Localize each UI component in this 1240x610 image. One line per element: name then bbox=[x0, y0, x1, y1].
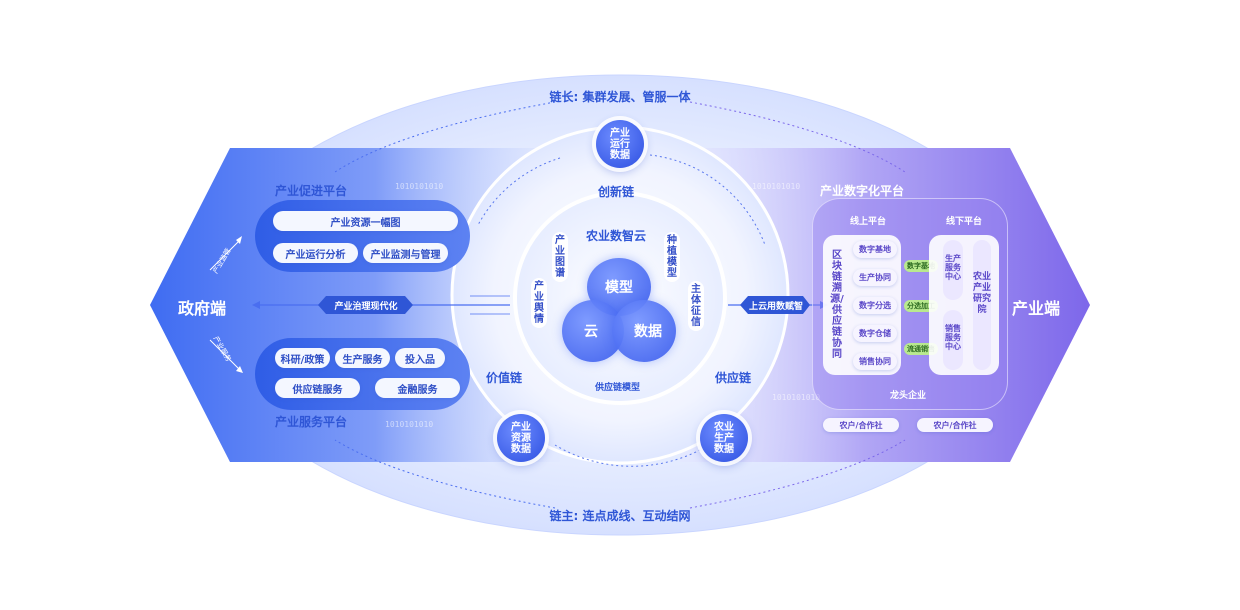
governance-tag: 产业治理现代化 bbox=[334, 301, 398, 312]
inputs-pill[interactable]: 投入品 bbox=[395, 348, 445, 368]
core-title: 农业数智云 bbox=[586, 229, 647, 243]
industry-opinion-label: 产业舆情 bbox=[531, 278, 547, 328]
online-title: 线上平台 bbox=[850, 217, 887, 227]
right-panel-title: 产业数字化平台 bbox=[820, 184, 905, 198]
production-center[interactable]: 生产服务中心 bbox=[943, 240, 963, 300]
binary-text-3: 1010101010 bbox=[752, 182, 801, 191]
planting-model-label: 种植模型 bbox=[664, 232, 680, 282]
node-operation-data[interactable]: 产业运行数据 bbox=[596, 120, 644, 168]
offline-title: 线下平台 bbox=[946, 217, 983, 227]
right-tag-shape bbox=[740, 296, 810, 314]
monitoring-pill[interactable]: 产业监测与管理 bbox=[363, 243, 448, 263]
circle-arc-top-right bbox=[649, 154, 766, 246]
supply-chain-label: 供应链 bbox=[715, 371, 752, 385]
online-item-storage[interactable]: 数字仓储 bbox=[853, 325, 897, 342]
supply-chain-service-pill[interactable]: 供应链服务 bbox=[275, 378, 360, 398]
left-bottom-panel-title: 产业服务平台 bbox=[275, 415, 348, 429]
top-arc-left bbox=[334, 101, 556, 173]
innovation-chain-label: 创新链 bbox=[598, 185, 635, 199]
circle-arc-top-left bbox=[477, 157, 561, 226]
operation-analysis-pill[interactable]: 产业运行分析 bbox=[273, 243, 358, 263]
bottom-banner: 链主: 连点成线、互动结网 bbox=[549, 509, 691, 523]
right-end-label: 产业端 bbox=[1012, 299, 1061, 318]
bottom-arc-right bbox=[689, 439, 906, 509]
supply-chain-model-label: 供应链模型 bbox=[595, 383, 641, 393]
node-resource-data[interactable]: 产业资源数据 bbox=[497, 414, 545, 462]
online-item-production[interactable]: 生产协同 bbox=[853, 269, 897, 286]
binary-text-2: 1010101010 bbox=[385, 420, 434, 429]
industry-map-label: 产业图谱 bbox=[552, 232, 568, 282]
node-production-data[interactable]: 农业生产数据 bbox=[700, 414, 748, 462]
resource-map-pill[interactable]: 产业资源一幅图 bbox=[273, 211, 458, 231]
bottom-arc-left bbox=[334, 439, 556, 509]
leader-enterprise: 龙头企业 bbox=[890, 391, 927, 401]
research-policy-pill[interactable]: 科研/政策 bbox=[275, 348, 330, 368]
left-tag-shape bbox=[318, 296, 413, 314]
left-end-label: 政府端 bbox=[178, 299, 227, 318]
binary-text-1: 1010101010 bbox=[395, 182, 444, 191]
sales-center[interactable]: 销售服务中心 bbox=[943, 310, 963, 370]
online-item-sales[interactable]: 销售协同 bbox=[853, 353, 897, 370]
research-institute[interactable]: 农业产业研究院 bbox=[973, 240, 991, 370]
production-service-pill[interactable]: 生产服务 bbox=[335, 348, 390, 368]
binary-text-4: 1010101010 bbox=[772, 393, 821, 402]
value-chain-label: 价值链 bbox=[486, 371, 523, 385]
left-top-panel-title: 产业促进平台 bbox=[275, 184, 348, 198]
finance-service-pill[interactable]: 金融服务 bbox=[375, 378, 460, 398]
blockchain-label: 区块链溯源/供应链协同 bbox=[830, 250, 844, 360]
top-banner: 链长: 集群发展、管服一体 bbox=[549, 90, 691, 104]
credit-label: 主体征信 bbox=[688, 281, 704, 331]
online-item-base[interactable]: 数字基地 bbox=[853, 241, 897, 258]
coop-pill-1[interactable]: 农户/合作社 bbox=[823, 418, 899, 432]
circle-arc-bottom bbox=[554, 444, 701, 467]
online-item-sorting[interactable]: 数字分选 bbox=[853, 297, 897, 314]
venn-data: 数据 bbox=[612, 300, 676, 362]
coop-pill-2[interactable]: 农户/合作社 bbox=[917, 418, 993, 432]
cloud-data-tag: 上云用数赋智 bbox=[748, 301, 803, 312]
top-arc-right bbox=[689, 101, 906, 173]
